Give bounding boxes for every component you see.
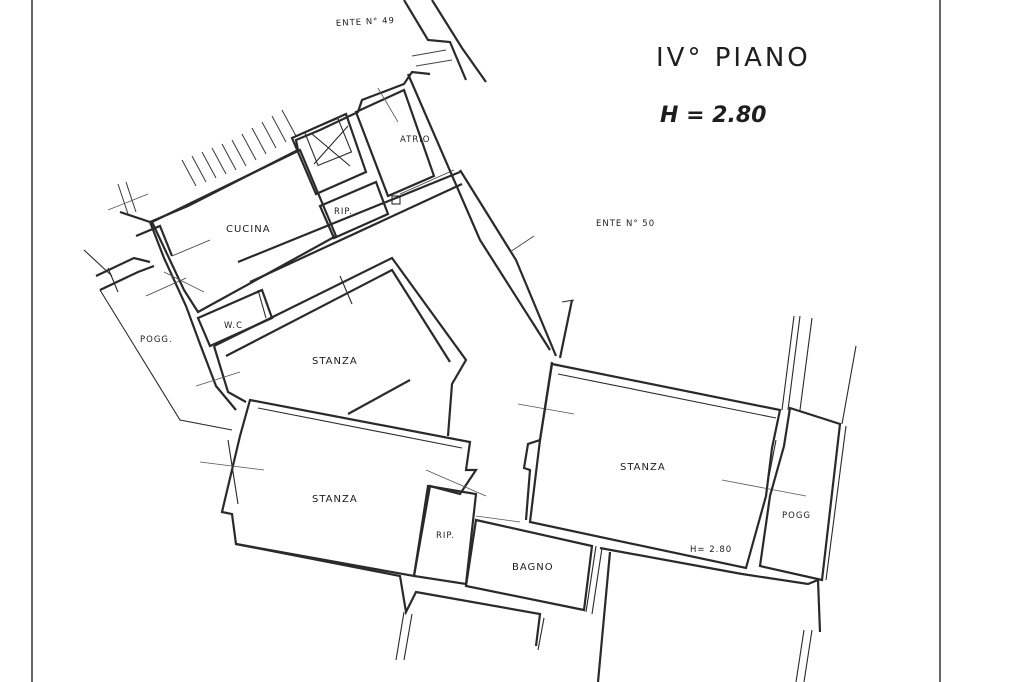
label-bagno: BAGNO (512, 562, 554, 573)
label-stanza-center: STANZA (312, 356, 358, 367)
floor-title: IV° PIANO (656, 43, 811, 73)
room-stanza-right (528, 362, 807, 570)
label-room-height: H= 2.80 (690, 545, 732, 555)
adjacent-wall-top (403, 0, 487, 83)
label-pogg-left: POGG. (140, 335, 173, 345)
corridor-walls (237, 73, 558, 357)
adjacent-walls-bottom (235, 542, 822, 682)
room-rip-upper (318, 180, 390, 240)
ente-50-label: ENTE N° 50 (596, 219, 655, 229)
room-bagno (464, 515, 603, 615)
label-atrio: ATRIO (400, 135, 430, 145)
label-pogg-right: POGG (782, 511, 811, 521)
floor-height-label: H = 2.80 (660, 103, 766, 128)
label-rip-lower: RIP. (436, 531, 455, 541)
room-stanza-center (195, 256, 468, 437)
label-rip-upper: RIP. (334, 207, 353, 217)
label-stanza-lower-left: STANZA (312, 494, 358, 505)
label-cucina: CUCINA (226, 224, 271, 235)
ente-49-label: ENTE N° 49 (336, 16, 396, 29)
balcony-left (83, 181, 233, 431)
label-wc: W.C (224, 321, 243, 331)
balcony-hatching-top (181, 109, 297, 187)
stair-core (290, 112, 368, 196)
upper-wing-walls (95, 70, 431, 411)
label-stanza-right: STANZA (620, 462, 666, 473)
balcony-right (758, 315, 857, 582)
